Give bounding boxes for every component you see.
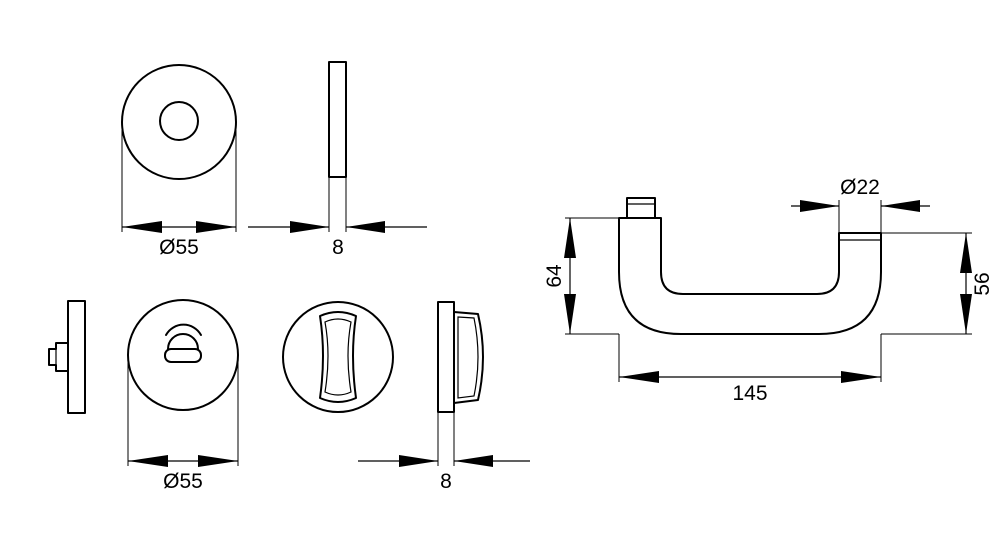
escutcheon-thickness-label: 8 [440, 470, 452, 493]
escutcheon-side-view: 8 [358, 301, 530, 493]
rose-diameter-label: Ø55 [159, 236, 199, 259]
thumbturn-front-view: Ø55 [127, 299, 239, 493]
thumbturn-diameter-label: Ø55 [163, 470, 203, 493]
handle-grip-diameter-label: Ø22 [840, 176, 880, 199]
rose-front-view: Ø55 [121, 64, 237, 259]
lever-handle-view: 64 56 145 Ø22 [543, 176, 994, 405]
rose-thickness-label: 8 [332, 236, 344, 259]
handle-height-label: 56 [971, 272, 994, 295]
rose-side-view: 8 [248, 61, 427, 259]
handle-projection-label: 64 [543, 264, 566, 288]
thumbturn-side-view [48, 300, 86, 414]
handle-length-label: 145 [732, 382, 767, 405]
release-front-view [282, 301, 394, 413]
